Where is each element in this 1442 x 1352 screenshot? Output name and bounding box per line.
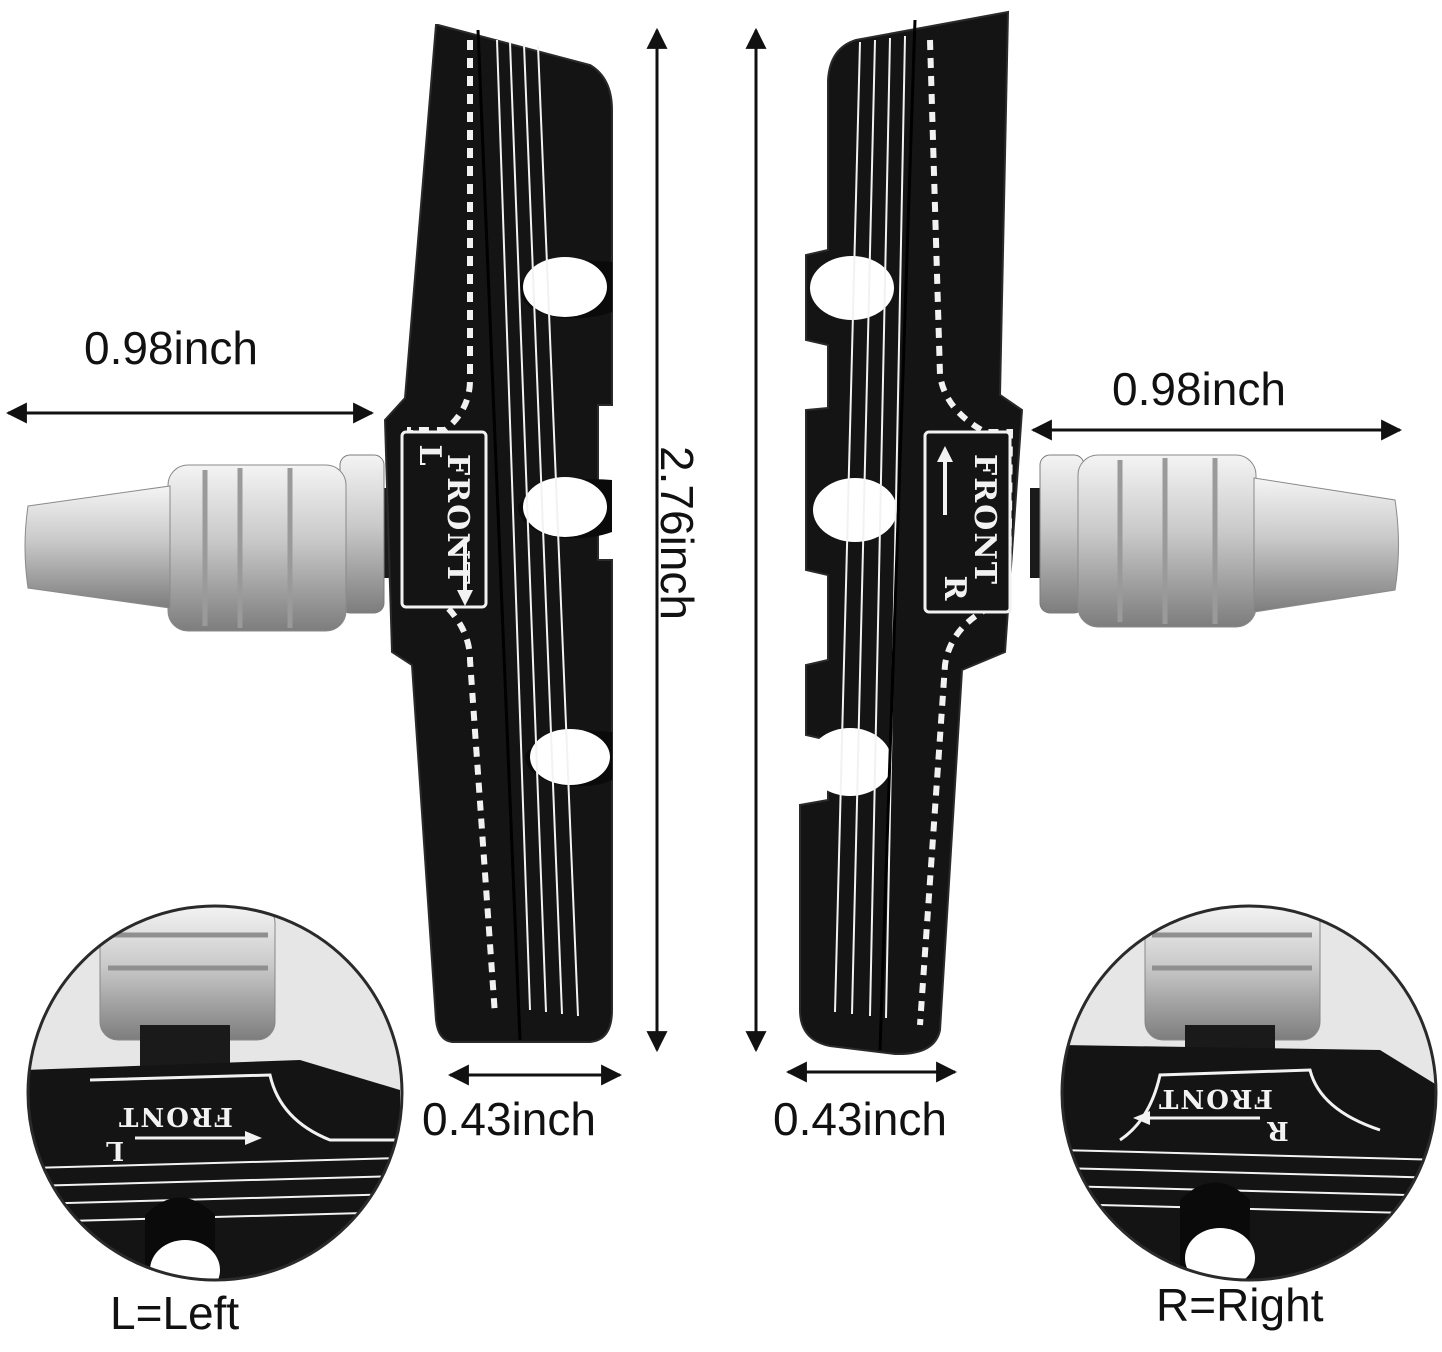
right-thickness-label: 0.43inch	[773, 1093, 947, 1145]
right-inset-front-text: FRONT	[1157, 1083, 1273, 1113]
left-washer	[339, 454, 385, 614]
left-barrel	[167, 464, 347, 632]
right-pad-letter: R	[937, 576, 972, 602]
right-legend-label: R=Right	[1156, 1279, 1324, 1331]
left-pad-front-text: FRONT	[440, 454, 475, 586]
left-cone	[24, 485, 171, 609]
left-inset-front-text: FRONT	[117, 1101, 233, 1131]
right-brake-pad: FRONT R	[799, 10, 1399, 1056]
left-inset-letter: L	[106, 1135, 124, 1165]
left-width-label: 0.98inch	[84, 322, 258, 374]
left-pad-letter: L	[412, 444, 447, 465]
height-label: 2.76inch	[650, 446, 703, 620]
left-legend-label: L=Left	[110, 1287, 240, 1339]
right-washer	[1039, 454, 1085, 614]
right-cone	[1253, 477, 1399, 613]
right-inset-letter: R	[1267, 1115, 1289, 1145]
left-detail-inset: FRONT L	[26, 904, 404, 1282]
right-detail-inset: FRONT R	[1060, 904, 1438, 1282]
left-brake-pad: FRONT L	[24, 24, 613, 1043]
left-thickness-label: 0.43inch	[422, 1093, 596, 1145]
dimension-arrows	[5, 27, 1403, 1086]
right-width-label: 0.98inch	[1112, 363, 1286, 415]
right-pad-front-text: FRONT	[967, 454, 1002, 586]
